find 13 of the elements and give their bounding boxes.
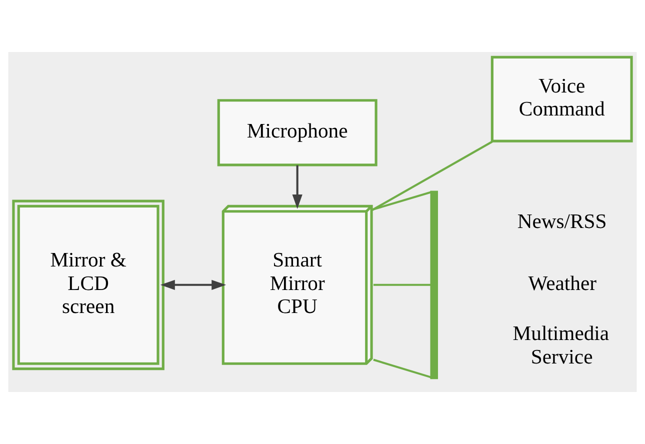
node-label: Multimedia Service — [512, 323, 610, 368]
node-label: News/RSS — [517, 210, 607, 233]
arrow — [292, 165, 302, 209]
connector — [373, 284, 432, 286]
node-box: Voice Command — [490, 56, 633, 142]
node-box: Microphone — [217, 99, 378, 166]
connector — [373, 358, 434, 379]
arrow — [160, 280, 226, 290]
connector — [372, 140, 493, 211]
node-bar — [430, 190, 438, 380]
node-label: Weather — [528, 272, 597, 295]
node-box: Mirror & LCD screen — [12, 200, 164, 370]
connector — [370, 191, 432, 212]
